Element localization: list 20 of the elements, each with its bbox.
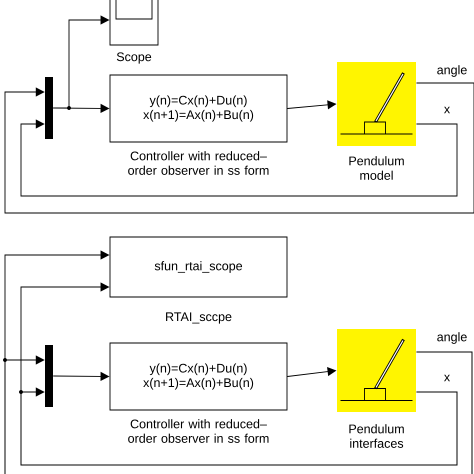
pendulum-block	[337, 329, 416, 412]
scope-block	[110, 0, 158, 46]
block-caption: RTAI_sccpe	[166, 312, 232, 324]
block-caption: Controller with reduced–order observer in ss form	[128, 151, 268, 175]
block-caption: Scope	[116, 52, 152, 64]
function-block: y(n)=Cx(n)+Du(n) x(n+1)=Ax(n)+Bu(n)	[110, 342, 288, 410]
arrow	[4, 82, 474, 214]
block-caption: Pendulum model	[349, 156, 404, 180]
port-label: angle	[437, 332, 467, 344]
block-caption: Pendulum interfaces	[349, 424, 404, 448]
block-caption: Controller with reduced–order observer in ss form	[128, 419, 268, 443]
port-label: angle	[437, 65, 467, 77]
port-label: x	[444, 106, 450, 114]
pendulum-block	[337, 62, 416, 146]
arrow	[20, 282, 458, 466]
port-label: x	[444, 374, 450, 382]
function-block: y(n)=Cx(n)+Du(n) x(n+1)=Ax(n)+Bu(n)	[110, 74, 288, 142]
arrow	[4, 250, 472, 474]
function-block: sfun_rtai_scope	[110, 236, 288, 298]
arrow	[20, 119, 458, 196]
